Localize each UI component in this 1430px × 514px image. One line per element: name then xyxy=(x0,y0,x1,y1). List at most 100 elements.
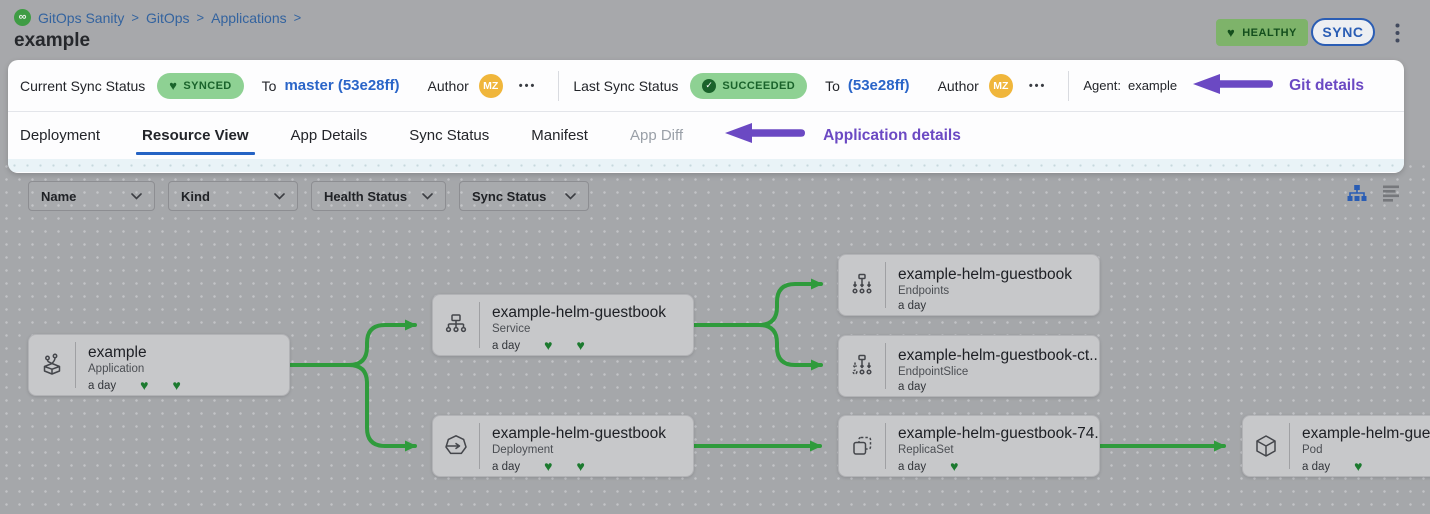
kebab-menu-icon[interactable] xyxy=(1389,21,1405,45)
chevron-down-icon xyxy=(131,192,142,200)
sync-button[interactable]: SYNC xyxy=(1311,18,1375,46)
top-bar: ∞ GitOps Sanity > GitOps > Applications … xyxy=(0,0,1430,60)
gitops-logo-icon: ∞ xyxy=(14,9,31,26)
tabs-bar: Deployment Resource View App Details Syn… xyxy=(8,112,1404,159)
chevron-down-icon xyxy=(565,192,576,200)
node-title: example xyxy=(88,344,147,361)
node-title: example-helm-guest xyxy=(1302,425,1430,442)
node-age: a day xyxy=(492,460,521,473)
edge-app-to-deployment xyxy=(288,363,417,452)
tab-sync-status[interactable]: Sync Status xyxy=(409,127,490,144)
filter-kind-dropdown[interactable]: Kind xyxy=(168,181,298,211)
replicaset-icon xyxy=(839,416,885,476)
breadcrumb-separator: > xyxy=(196,10,205,25)
node-divider xyxy=(1289,423,1290,469)
resource-node-replicaset[interactable]: example-helm-guestbook-74... ReplicaSet … xyxy=(838,415,1100,477)
node-title: example-helm-guestbook xyxy=(898,265,1073,283)
health-heart-icon: ♥ xyxy=(576,458,585,474)
chevron-down-icon xyxy=(422,192,433,200)
breadcrumb: ∞ GitOps Sanity > GitOps > Applications … xyxy=(14,9,301,26)
node-kind: ReplicaSet xyxy=(897,444,954,456)
health-heart-icon: ♥ xyxy=(172,377,181,393)
last-commit-link[interactable]: (53e28ff) xyxy=(847,77,910,94)
to-label: To xyxy=(825,77,840,94)
resource-node-service[interactable]: example-helm-guestbook Service a day♥♥ xyxy=(432,294,694,356)
health-heart-icon: ♥ xyxy=(950,458,959,474)
node-age: a day xyxy=(897,380,927,393)
node-title: example-helm-guestbook-ct... xyxy=(897,346,1099,364)
author-label: Author xyxy=(937,77,979,94)
node-age: a day xyxy=(1302,460,1331,473)
filter-name-dropdown[interactable]: Name xyxy=(28,181,155,211)
current-commit-link[interactable]: master (53e28ff) xyxy=(284,77,400,94)
git-details-annotation: Git details xyxy=(1289,76,1365,94)
edge-service-to-endpointslice xyxy=(692,323,823,371)
resource-node-endpoints[interactable]: example-helm-guestbook Endpoints a day xyxy=(838,254,1100,316)
panel-bottom-strip xyxy=(8,159,1404,172)
filter-health-status-dropdown[interactable]: Health Status xyxy=(311,181,446,211)
resource-node-application[interactable]: example Application a day♥♥ xyxy=(28,334,290,396)
health-heart-icon: ♥ xyxy=(544,458,553,474)
tab-deployment[interactable]: Deployment xyxy=(20,127,101,144)
breadcrumb-item-account[interactable]: GitOps Sanity xyxy=(38,9,125,26)
endpointslice-icon xyxy=(839,336,885,396)
tab-app-details[interactable]: App Details xyxy=(290,127,368,144)
list-view-icon[interactable] xyxy=(1383,185,1400,202)
node-age: a day xyxy=(492,339,521,352)
node-divider xyxy=(479,302,480,348)
health-heart-icon: ♥ xyxy=(576,337,585,353)
annotation-arrow-left-icon xyxy=(725,122,806,149)
last-sync-status-label: Last Sync Status xyxy=(573,77,679,94)
filter-sync-status-dropdown[interactable]: Sync Status xyxy=(459,181,589,211)
tab-app-diff[interactable]: App Diff xyxy=(629,127,684,144)
sync-status-bar: Current Sync Status ♥ SYNCED To master (… xyxy=(8,60,1404,112)
agent-label: Agent: xyxy=(1083,78,1121,93)
page-title: example xyxy=(14,30,91,51)
filter-row: Name Kind Health Status Sync Status xyxy=(28,181,589,211)
tab-manifest[interactable]: Manifest xyxy=(531,127,588,144)
node-divider xyxy=(885,262,886,308)
edge-app-to-service xyxy=(288,319,417,367)
node-divider xyxy=(479,423,480,469)
app-header-panel: Current Sync Status ♥ SYNCED To master (… xyxy=(8,60,1404,173)
check-icon: ✓ xyxy=(702,78,717,93)
resource-node-pod[interactable]: example-helm-guest Pod a day♥ xyxy=(1242,415,1430,477)
service-icon xyxy=(433,295,479,355)
filter-label: Name xyxy=(41,188,77,204)
chevron-down-icon xyxy=(274,192,285,200)
health-status-badge: ♥ HEALTHY xyxy=(1216,19,1308,46)
tree-view-icon[interactable] xyxy=(1347,184,1367,202)
filter-label: Sync Status xyxy=(472,188,547,204)
breadcrumb-separator: > xyxy=(293,10,302,25)
node-divider xyxy=(885,423,886,469)
heart-icon: ♥ xyxy=(1227,25,1236,40)
edge-service-to-endpoints xyxy=(692,278,823,327)
filter-label: Health Status xyxy=(324,188,408,204)
author-label: Author xyxy=(427,77,469,94)
node-age: a day xyxy=(88,379,117,392)
breadcrumb-item-applications[interactable]: Applications xyxy=(211,9,287,26)
resource-node-endpointslice[interactable]: example-helm-guestbook-ct... EndpointSli… xyxy=(838,335,1100,397)
view-toggles xyxy=(1347,184,1400,202)
node-kind: EndpointSlice xyxy=(897,365,969,378)
synced-status-badge: ♥ SYNCED xyxy=(157,72,244,99)
application-icon xyxy=(29,335,75,395)
breadcrumb-separator: > xyxy=(131,10,139,25)
node-kind: Deployment xyxy=(492,444,554,456)
filter-label: Kind xyxy=(181,188,210,204)
pod-icon xyxy=(1243,416,1289,476)
application-details-annotation: Application details xyxy=(823,126,961,144)
tab-resource-view[interactable]: Resource View xyxy=(136,112,255,159)
node-divider xyxy=(885,343,886,389)
breadcrumb-item-gitops[interactable]: GitOps xyxy=(145,9,190,26)
node-kind: Service xyxy=(492,323,531,335)
more-options-icon[interactable]: ••• xyxy=(518,79,537,92)
health-badge-label: HEALTHY xyxy=(1242,26,1297,39)
author-avatar[interactable]: MZ xyxy=(478,73,503,98)
author-avatar[interactable]: MZ xyxy=(988,73,1013,98)
agent-value: example xyxy=(1127,78,1178,93)
divider xyxy=(558,70,560,101)
more-options-icon[interactable]: ••• xyxy=(1028,79,1047,92)
to-label: To xyxy=(261,77,277,94)
resource-node-deployment[interactable]: example-helm-guestbook Deployment a day♥… xyxy=(432,415,694,477)
